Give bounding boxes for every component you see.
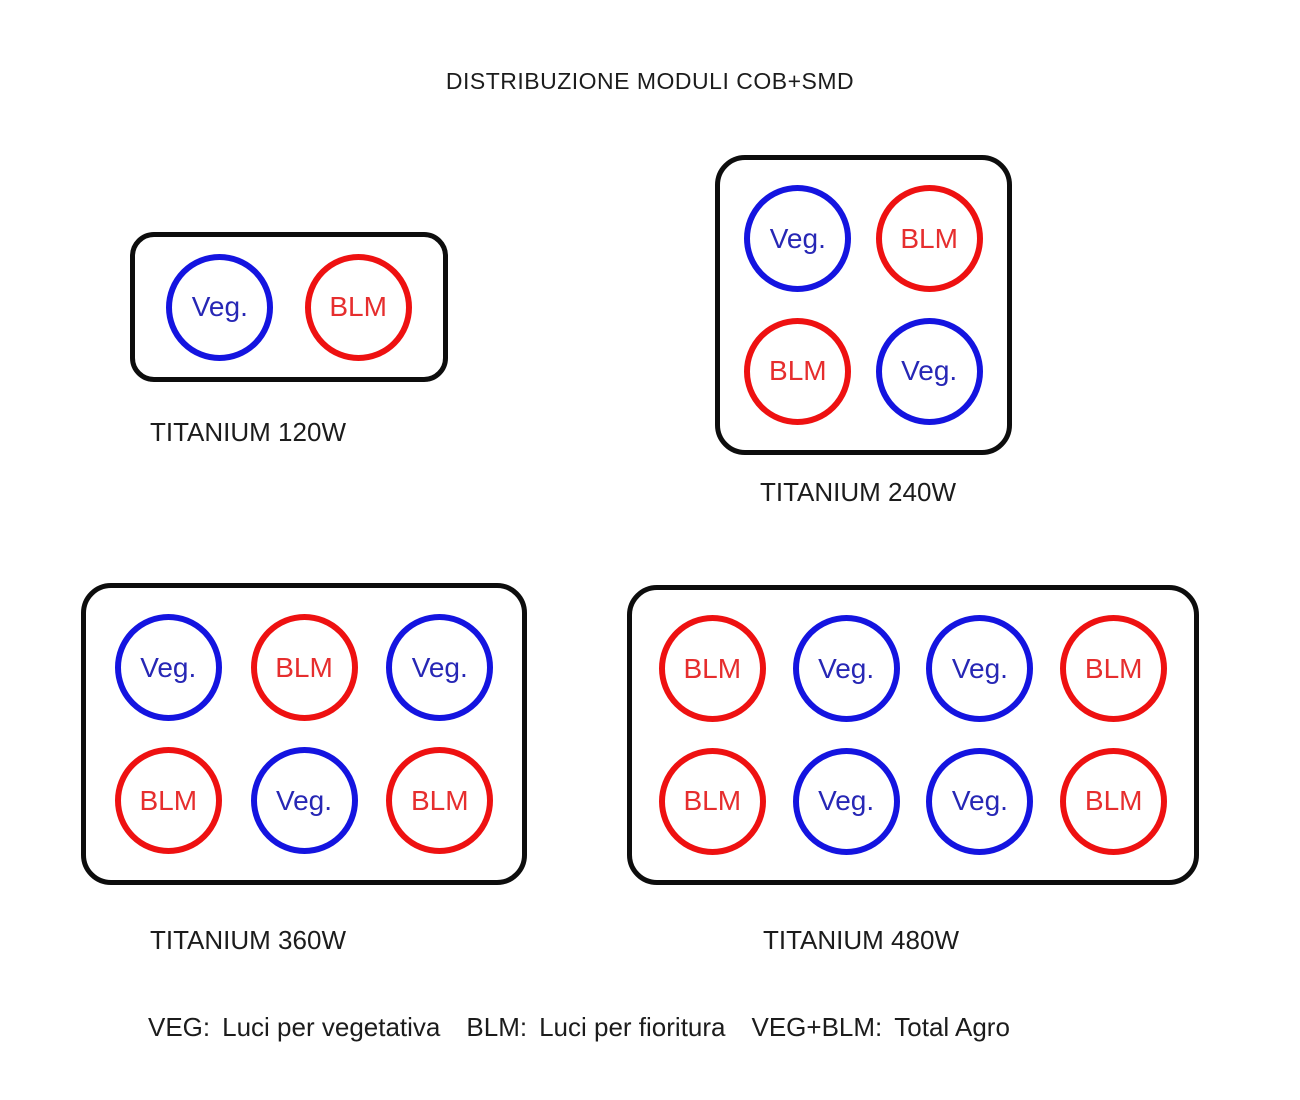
legend-item: BLM: Luci per fioritura <box>466 1012 725 1043</box>
module-circle: Veg. <box>875 317 983 425</box>
legend-item: VEG: Luci per vegetativa <box>148 1012 440 1043</box>
panel-titanium-360w: Veg. BLM Veg. BLM Veg. BLM <box>81 583 527 885</box>
module-circle: Veg. <box>792 615 900 723</box>
diagram-title: DISTRIBUZIONE MODULI COB+SMD <box>445 68 855 94</box>
legend-term: VEG+BLM: <box>751 1012 883 1042</box>
legend-description: Luci per fioritura <box>539 1012 726 1042</box>
module-circle: BLM <box>304 253 412 361</box>
panel-label-120w: TITANIUM 120W <box>150 417 346 447</box>
panel-label-360w: TITANIUM 360W <box>150 925 346 955</box>
module-circle: Veg. <box>114 614 222 721</box>
legend-description: Total Agro <box>894 1012 1010 1042</box>
legend: VEG: Luci per vegetativa BLM: Luci per f… <box>148 1012 1010 1043</box>
module-circle: BLM <box>1060 615 1168 723</box>
panel-label-480w: TITANIUM 480W <box>763 925 959 955</box>
panel-titanium-240w: Veg. BLM BLM Veg. <box>715 155 1012 455</box>
module-circle: BLM <box>114 747 222 854</box>
module-circle: Veg. <box>792 747 900 855</box>
legend-term: VEG: <box>148 1012 211 1042</box>
module-circle: BLM <box>875 185 983 293</box>
module-circle: BLM <box>250 614 358 721</box>
module-circle: BLM <box>658 747 766 855</box>
legend-term: BLM: <box>466 1012 528 1042</box>
panel-titanium-120w: Veg. BLM <box>130 232 448 382</box>
module-circle: Veg. <box>744 185 852 293</box>
module-circle: Veg. <box>926 747 1034 855</box>
module-circle: Veg. <box>386 614 494 721</box>
module-circle: BLM <box>386 747 494 854</box>
module-circle: Veg. <box>926 615 1034 723</box>
module-circle: Veg. <box>166 253 274 361</box>
module-circle: Veg. <box>250 747 358 854</box>
module-circle: BLM <box>658 615 766 723</box>
legend-item: VEG+BLM: Total Agro <box>752 1012 1010 1043</box>
panel-titanium-480w: BLM Veg. Veg. BLM BLM Veg. Veg. BLM <box>627 585 1199 885</box>
panel-label-240w: TITANIUM 240W <box>760 477 956 507</box>
module-circle: BLM <box>1060 747 1168 855</box>
legend-description: Luci per vegetativa <box>222 1012 441 1042</box>
module-circle: BLM <box>744 317 852 425</box>
